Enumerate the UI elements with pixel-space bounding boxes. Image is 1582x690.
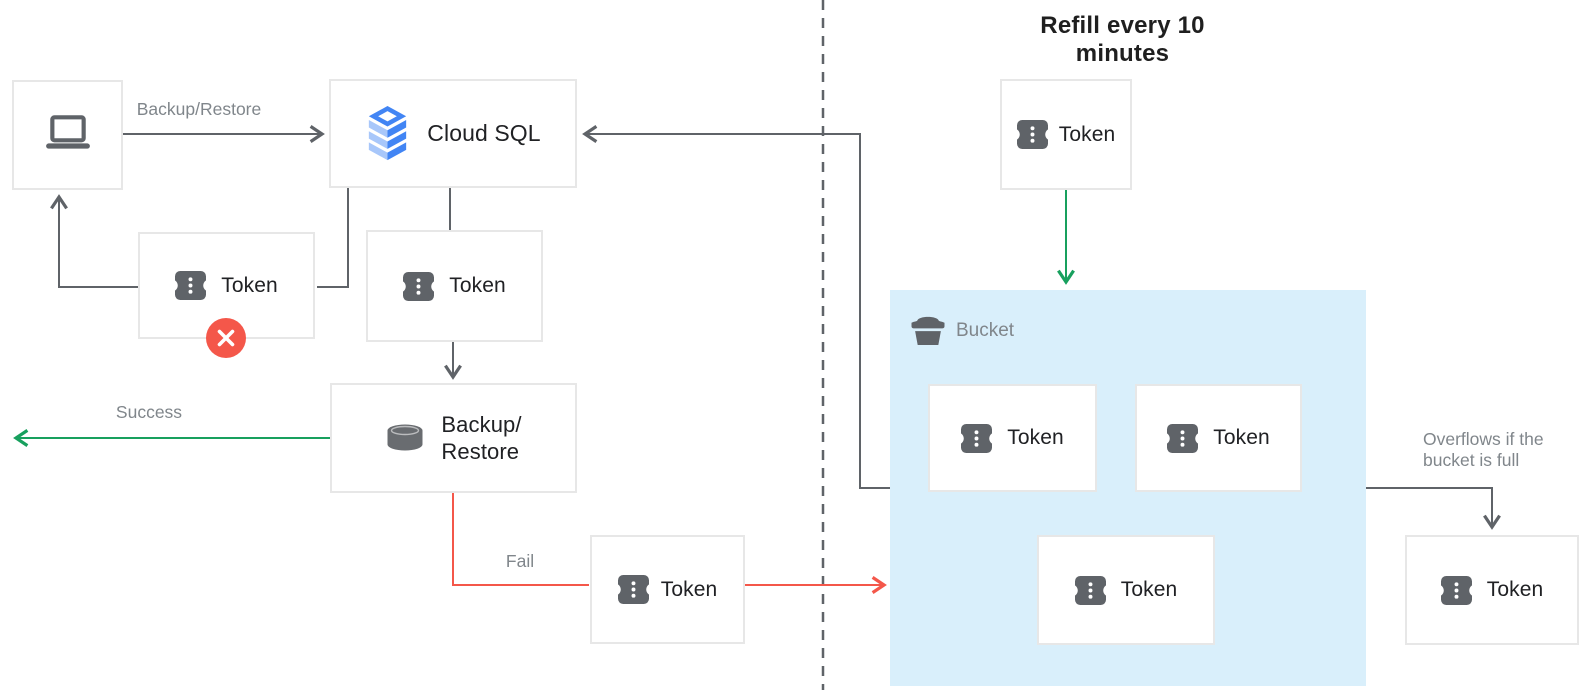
cloud-sql-stack-icon: [365, 105, 410, 162]
token-label: Token: [1058, 122, 1116, 146]
token-label: Token: [1007, 426, 1064, 449]
token-ticket-icon: [1167, 423, 1199, 453]
node-laptop: [12, 80, 123, 190]
edge-label-fail: Fail: [505, 551, 535, 571]
node-backup-restore: Backup/ Restore: [330, 383, 577, 493]
backup-restore-line2: Restore: [441, 439, 520, 464]
token-label: Token: [1120, 578, 1178, 601]
edge-label-backup-restore: Backup/Restore: [136, 99, 262, 119]
edge-bucket-to-cloudsql: [582, 125, 890, 489]
page-title: Refill every 10 minutes: [1040, 12, 1205, 67]
token-ticket-icon: [1074, 575, 1106, 605]
edge-label-overflow: Overflows if the bucket is full: [1423, 429, 1544, 470]
node-token-bucket-3: Token: [1037, 535, 1215, 645]
token-ticket-icon: [617, 575, 649, 604]
token-ticket-icon: [1016, 120, 1048, 149]
node-token-overflow: Token: [1405, 535, 1579, 645]
backup-restore-label: Backup/ Restore: [441, 411, 521, 465]
backup-restore-line1: Backup/: [441, 412, 522, 437]
node-token-bucket-1: Token: [928, 384, 1097, 492]
edge-overflow: [1366, 487, 1501, 530]
bucket-icon: [909, 313, 947, 351]
error-x-icon: [206, 318, 246, 358]
database-cylinder-icon: [385, 424, 425, 452]
node-token-bucket-2: Token: [1135, 384, 1302, 492]
edge-fail-to-token: [452, 493, 589, 586]
token-label: Token: [1213, 426, 1270, 449]
laptop-icon: [44, 114, 92, 156]
token-label: Token: [449, 274, 506, 297]
token-ticket-icon: [1440, 575, 1472, 605]
token-ticket-icon: [403, 271, 435, 301]
token-label: Token: [1486, 578, 1544, 601]
edge-label-success: Success: [115, 402, 183, 422]
token-label: Token: [221, 273, 278, 297]
node-cloud-sql: Cloud SQL: [329, 79, 577, 188]
bucket-label: Bucket: [956, 320, 1015, 341]
cloud-sql-label: Cloud SQL: [427, 120, 541, 146]
edge-cloudsql-to-rejected-token: [317, 188, 349, 288]
token-ticket-icon: [961, 423, 993, 453]
node-token-fail: Token: [590, 535, 745, 644]
node-token-refill: Token: [1000, 79, 1132, 190]
node-token-queue: Token: [366, 230, 543, 342]
edge-rejected-token-to-laptop: [50, 194, 138, 288]
token-label: Token: [660, 577, 718, 601]
token-ticket-icon: [175, 271, 207, 300]
